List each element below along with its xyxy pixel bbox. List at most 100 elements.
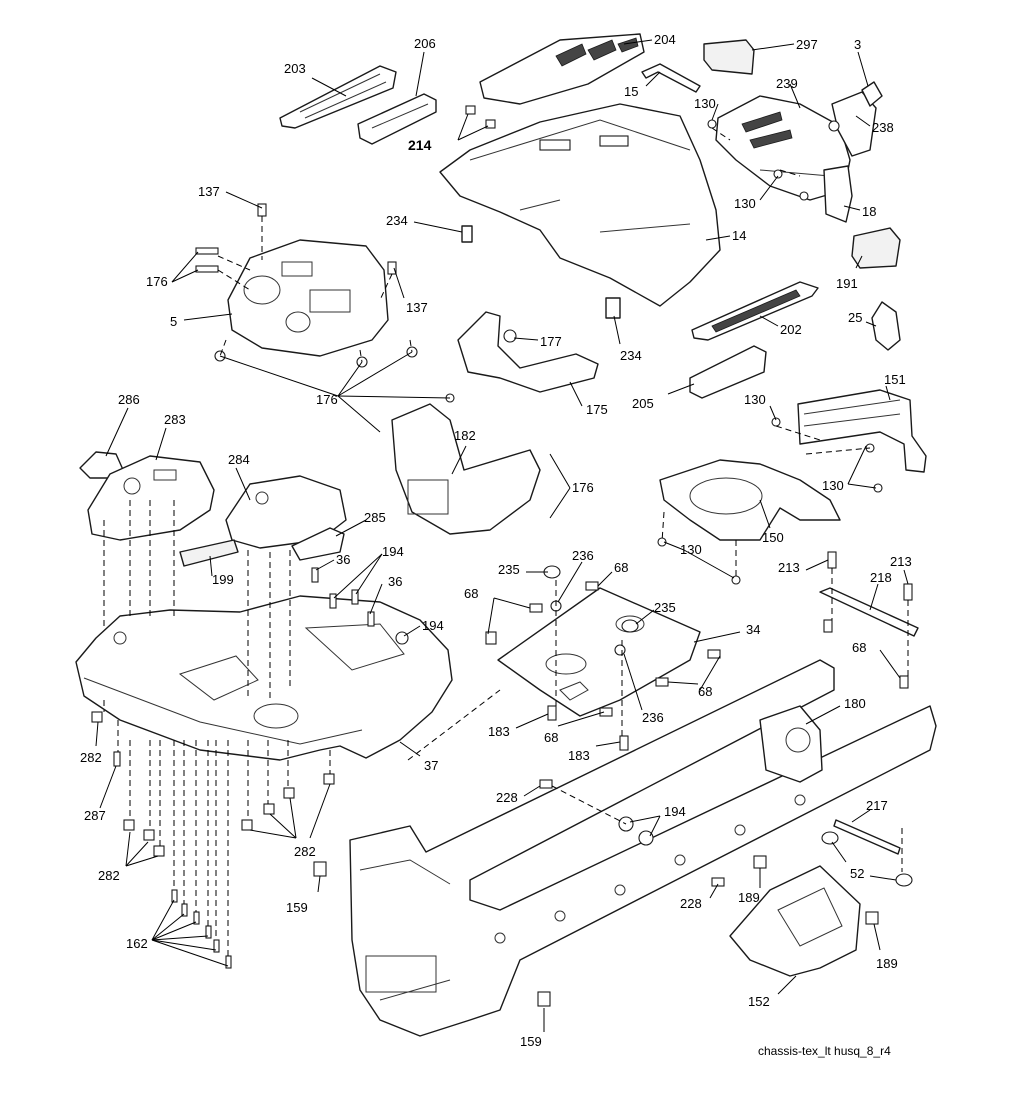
label-213-right: 213 bbox=[890, 554, 912, 569]
part-25-bracket bbox=[871, 301, 901, 351]
label-204: 204 bbox=[654, 32, 676, 47]
part-159-bolt-upper bbox=[313, 861, 327, 877]
part-204-hood-vent bbox=[479, 33, 645, 105]
part-206-bracket bbox=[357, 93, 437, 145]
label-25: 25 bbox=[848, 310, 862, 325]
part-52-bushing-left bbox=[821, 831, 839, 845]
label-214: 214 bbox=[408, 137, 432, 153]
label-285: 285 bbox=[364, 510, 386, 525]
label-176-center: 176 bbox=[316, 392, 338, 407]
label-162: 162 bbox=[126, 936, 148, 951]
part-189-bolt-right bbox=[865, 911, 879, 925]
assembly-lines bbox=[103, 127, 909, 956]
part-15-trim bbox=[641, 63, 701, 93]
label-228-upper: 228 bbox=[496, 790, 518, 805]
part-180-frame bbox=[349, 659, 937, 1037]
label-213-left: 213 bbox=[778, 560, 800, 575]
label-130-top: 130 bbox=[694, 96, 716, 111]
label-177: 177 bbox=[540, 334, 562, 349]
label-34: 34 bbox=[746, 622, 760, 637]
label-228-lower: 228 bbox=[680, 896, 702, 911]
label-68-strap: 68 bbox=[852, 640, 866, 655]
label-183-right: 183 bbox=[568, 748, 590, 763]
label-194-deck-top: 194 bbox=[382, 544, 404, 559]
part-162-screws bbox=[171, 889, 232, 969]
label-284: 284 bbox=[228, 452, 250, 467]
label-68-right: 68 bbox=[698, 684, 712, 699]
label-191: 191 bbox=[836, 276, 858, 291]
label-203: 203 bbox=[284, 61, 306, 76]
label-235-upper: 235 bbox=[498, 562, 520, 577]
label-182: 182 bbox=[454, 428, 476, 443]
part-14-hood bbox=[439, 103, 721, 307]
part-37-fender-deck bbox=[75, 595, 453, 761]
label-36-right: 36 bbox=[388, 574, 402, 589]
part-194-nut-deck bbox=[395, 631, 409, 645]
label-282-right: 282 bbox=[294, 844, 316, 859]
label-199: 199 bbox=[212, 572, 234, 587]
part-150-battery-tray bbox=[659, 459, 841, 541]
label-238: 238 bbox=[872, 120, 894, 135]
label-286: 286 bbox=[118, 392, 140, 407]
label-206: 206 bbox=[414, 36, 436, 51]
label-282-lower: 282 bbox=[98, 868, 120, 883]
part-235-spacer-lower bbox=[621, 619, 639, 633]
label-151: 151 bbox=[884, 372, 906, 387]
part-285-grip bbox=[291, 527, 345, 561]
part-5-dash-panel bbox=[227, 239, 389, 357]
part-152-cover bbox=[729, 865, 861, 977]
label-152: 152 bbox=[748, 994, 770, 1009]
label-5: 5 bbox=[170, 314, 177, 329]
part-238-headlight-lens bbox=[828, 91, 877, 157]
label-194-deck: 194 bbox=[422, 618, 444, 633]
part-202-grille bbox=[691, 281, 819, 341]
label-297: 297 bbox=[796, 37, 818, 52]
part-137-clip-right bbox=[387, 261, 397, 275]
label-236-lower: 236 bbox=[642, 710, 664, 725]
part-159-bolt-lower bbox=[537, 991, 551, 1007]
label-137-upper: 137 bbox=[198, 184, 220, 199]
part-182-cowl bbox=[391, 403, 541, 535]
label-176-right: 176 bbox=[572, 480, 594, 495]
label-180: 180 bbox=[844, 696, 866, 711]
part-191-block bbox=[851, 227, 901, 269]
label-183-left: 183 bbox=[488, 724, 510, 739]
part-199-plate bbox=[179, 539, 239, 567]
label-15: 15 bbox=[624, 84, 638, 99]
label-130-tray: 130 bbox=[680, 542, 702, 557]
label-150: 150 bbox=[762, 530, 784, 545]
part-137-clip-upper bbox=[257, 203, 267, 217]
part-18-nose bbox=[823, 165, 853, 223]
part-217-rod bbox=[833, 819, 901, 855]
label-287: 287 bbox=[84, 808, 106, 823]
part-282-clips bbox=[91, 711, 335, 857]
part-228-bolt-upper bbox=[539, 779, 553, 789]
label-130-right: 130 bbox=[822, 478, 844, 493]
label-205: 205 bbox=[632, 396, 654, 411]
label-137-right: 137 bbox=[406, 300, 428, 315]
part-287-pin bbox=[113, 751, 121, 767]
label-175: 175 bbox=[586, 402, 608, 417]
label-159-upper: 159 bbox=[286, 900, 308, 915]
part-194-nut-frame-2 bbox=[638, 830, 654, 846]
part-189-bolt-left bbox=[753, 855, 767, 869]
label-283: 283 bbox=[164, 412, 186, 427]
part-176-screws-dash bbox=[195, 247, 455, 403]
label-189-right: 189 bbox=[876, 956, 898, 971]
part-130-screws bbox=[657, 119, 883, 585]
label-176-left: 176 bbox=[146, 274, 168, 289]
label-68-left: 68 bbox=[464, 586, 478, 601]
part-228-bolt-lower bbox=[711, 877, 725, 887]
label-234-upper: 234 bbox=[386, 213, 408, 228]
diagram-caption: chassis-tex_lt husq_8_r4 bbox=[758, 1044, 891, 1058]
label-236-upper: 236 bbox=[572, 548, 594, 563]
label-130-mid: 130 bbox=[734, 196, 756, 211]
label-202: 202 bbox=[780, 322, 802, 337]
part-234-pad-upper bbox=[461, 225, 473, 243]
label-189-left: 189 bbox=[738, 890, 760, 905]
part-52-bushing-right bbox=[895, 873, 913, 887]
part-3-bulb bbox=[861, 81, 883, 107]
part-214-clips bbox=[465, 105, 496, 129]
